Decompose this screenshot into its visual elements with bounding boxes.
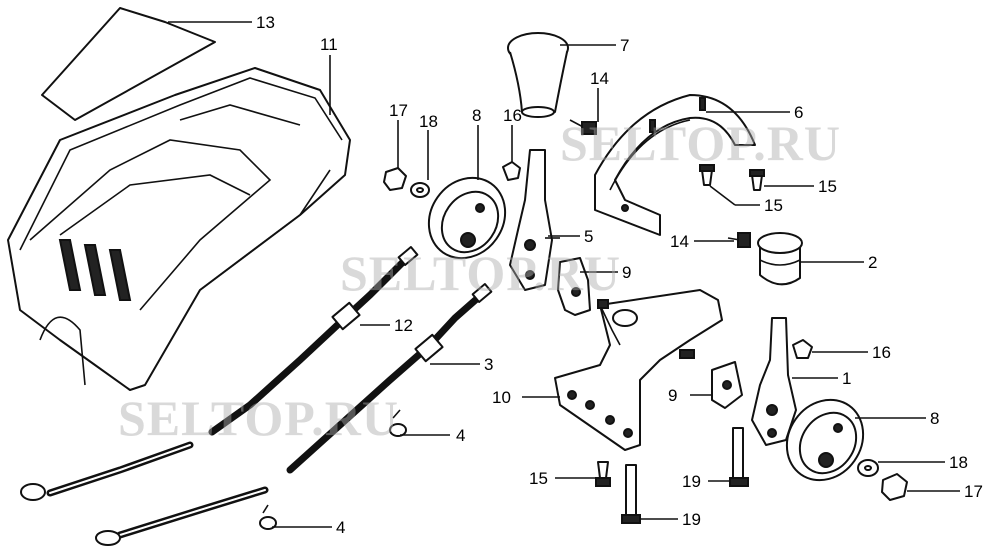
callout-9-top: 9 [622,263,631,282]
callout-7: 7 [620,36,629,55]
washer-part-18a [410,182,430,198]
engine-cover-part-11 [7,67,351,391]
screw-part-14b [727,232,751,248]
cylinder-part-2 [757,232,803,286]
callout-9-bottom: 9 [668,386,677,405]
bracket-part-10 [554,289,723,451]
screw-part-15b [749,169,765,191]
throttle-cable-part-12 [20,246,419,501]
callout-4-bottom: 4 [336,518,345,537]
callout-5: 5 [584,227,593,246]
washer-part-18b [857,459,879,477]
nut-part-17a [383,167,407,191]
callout-2: 2 [868,253,877,272]
knob-part-7 [507,32,569,118]
leader-lines [168,21,960,528]
callout-15-right: 15 [818,177,837,196]
callout-1: 1 [842,369,851,388]
callout-15-bottom: 15 [529,469,548,488]
callout-15-mid: 15 [764,196,783,215]
callout-11: 11 [320,35,338,54]
callout-12: 12 [394,316,413,335]
watermark-bottom: SELTOP.RU [118,390,399,446]
callout-13: 13 [256,13,275,32]
bolt-part-19b [621,464,641,524]
callout-3: 3 [484,355,493,374]
callout-10: 10 [492,388,511,407]
callout-8-left: 8 [472,106,481,125]
cable-part-3 [95,283,493,546]
callout-16-top: 16 [503,106,522,125]
bracket-part-9b [711,361,743,409]
lever-part-5 [509,149,560,291]
callout-18-left: 18 [419,112,438,131]
callout-14-top: 14 [590,69,609,88]
screw-part-14a [569,119,597,135]
bolt-part-19a [729,427,749,487]
decal-part-13 [41,7,216,121]
watermark-top: SELTOP.RU [560,115,841,171]
pulley-part-8b [785,398,865,482]
lever-part-1 [751,317,797,446]
callout-14-mid: 14 [670,232,689,251]
pulley-part-8a [427,176,507,260]
guard-part-6 [594,94,756,236]
callout-18-right: 18 [949,453,968,472]
nut-part-17b [881,473,908,501]
clip-part-4 [259,409,407,530]
callout-6: 6 [794,103,803,122]
callout-8-right: 8 [930,409,939,428]
callout-17-right: 17 [964,482,983,501]
watermark-middle: SELTOP.RU [340,245,621,301]
nut-part-16b [792,339,813,359]
callout-19-bottom: 19 [682,510,701,529]
callout-4-top: 4 [456,426,465,445]
nut-part-16a [502,161,521,181]
screw-part-15a [699,164,715,186]
callout-19-right: 19 [682,472,701,491]
callout-17-left: 17 [389,101,408,120]
callout-16-right: 16 [872,343,891,362]
screw-part-15c [595,461,611,487]
